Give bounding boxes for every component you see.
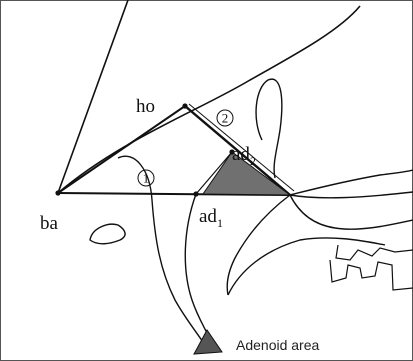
adenoid-area-caption: Adenoid area <box>236 337 320 353</box>
hard-palate-upper <box>290 170 413 195</box>
label-ad1: ad1 <box>199 206 223 230</box>
teeth-upper-outline <box>336 245 413 260</box>
tongue-contour <box>228 238 385 295</box>
label-ho: ho <box>136 96 155 117</box>
skull-base-line-upper <box>58 0 128 193</box>
label-ba: ba <box>40 213 59 234</box>
teeth-outline <box>330 260 413 290</box>
label-ad2: ad2 <box>232 144 256 168</box>
line-ba-ho <box>58 106 185 193</box>
point-ba <box>55 190 60 195</box>
point-ad1 <box>193 191 198 196</box>
measure-1-label: 1 <box>143 171 150 186</box>
tongue-dorsum <box>290 195 413 229</box>
ear-shape <box>90 224 125 244</box>
skull-outline-curve <box>58 6 360 193</box>
adenoid-area-marker <box>194 330 222 354</box>
measure-2-label: 2 <box>222 111 229 126</box>
point-ho <box>182 103 187 108</box>
hard-palate-lower <box>290 192 413 198</box>
posterior-pharyngeal-wall <box>118 156 205 345</box>
